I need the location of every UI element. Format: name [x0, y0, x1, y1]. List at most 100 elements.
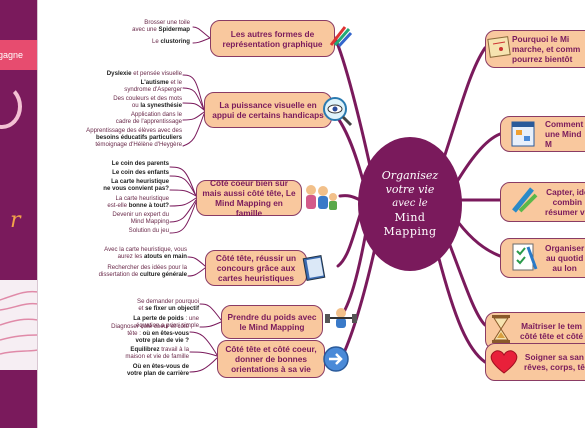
sub-culture-generale[interactable]: Rechercher des idées pour la dissertatio…: [75, 264, 187, 278]
sub-text: témoignage d'Hélène d'Heygère: [95, 141, 182, 149]
branch-title-line: pourrez bientôt: [512, 54, 573, 64]
sub-bold: Dyslexie: [106, 70, 132, 77]
sub-coin-enfants[interactable]: Le coin des enfants: [90, 169, 169, 176]
branch-title-line: Maîtriser le tem: [521, 321, 583, 331]
sub-text: Avec la carte heuristique, vous: [104, 246, 187, 253]
sub-coin-parents[interactable]: Le coin des parents: [90, 160, 169, 167]
sub-text: Brosser une toile: [144, 19, 190, 26]
center-line-2: votre vie: [385, 183, 435, 196]
sub-text: Se demander pourquoi: [137, 298, 199, 305]
sub-plan-de-vie[interactable]: Diagnoser côté coeur et côté tête : où e…: [98, 323, 189, 345]
sub-synesthesie[interactable]: Des couleurs et des mots ou la synesthés…: [84, 95, 182, 109]
sub-dyslexie[interactable]: Dyslexie et pensée visuelle: [84, 70, 182, 77]
branch-title: Côté coeur bien sûr mais aussi côté tête…: [202, 178, 296, 218]
sub-spidermap[interactable]: Brosser une toile avec une Spidermap: [118, 19, 190, 33]
sub-bold: votre plan de vie ?: [135, 337, 189, 345]
sub-bold: Spidermap: [158, 26, 191, 34]
sub-text: : une: [183, 315, 199, 322]
center-line-3: avec le: [392, 198, 428, 209]
sub-text: et le: [168, 79, 182, 86]
sub-perte-poids[interactable]: La perte de poids : une équation a prior…: [110, 315, 199, 329]
arrow-button-icon: [322, 345, 350, 378]
branch-handicaps[interactable]: La puissance visuelle en appui de certai…: [204, 92, 332, 128]
sub-bonne-a-tout[interactable]: La carte heuristique est-elle bonne à to…: [90, 195, 169, 209]
branch-title-line: une Mind M: [545, 129, 582, 149]
center-line-5: Mapping: [383, 225, 437, 238]
family-icon: [301, 182, 339, 219]
branch-famille[interactable]: Côté coeur bien sûr mais aussi côté tête…: [196, 178, 302, 218]
book-tag: engagne: [0, 40, 37, 70]
sub-apprentissage[interactable]: Application dans le cadre de l'apprentis…: [84, 111, 182, 125]
sub-text: travail à la: [159, 346, 189, 353]
branch-representation-graphique[interactable]: Les autres formes de représentation grap…: [210, 20, 335, 57]
sub-bold: Le coin des parents: [111, 160, 169, 167]
sub-text: Devenir un expert du: [112, 211, 169, 218]
sub-bold: Où en êtes-vous de: [132, 363, 189, 370]
sub-bold: ne vous convient pas?: [103, 185, 169, 193]
branch-title: Les autres formes de représentation grap…: [222, 28, 323, 49]
sub-text: La carte heuristique: [115, 195, 169, 202]
sub-carte-convient[interactable]: La carte heuristique ne vous convient pa…: [90, 178, 169, 192]
branch-orientations[interactable]: Côté tête et côté coeur, donner de bonne…: [217, 340, 325, 378]
sub-text: équation a priori simple: [135, 322, 199, 330]
branch-title-line: Capter, idé: [546, 187, 585, 197]
sub-text: Solution du jeu: [128, 227, 169, 234]
sub-atouts[interactable]: Avec la carte heuristique, vous aurez le…: [85, 246, 187, 260]
sub-equilibrez[interactable]: Equilibrez travail à la maison et vie de…: [98, 346, 189, 360]
branch-title-line: au lon: [552, 263, 577, 273]
sub-bold: La perte de poids: [133, 315, 184, 322]
branch-title-line: résumer vo: [545, 207, 585, 217]
branch-title-line: marche, et comm: [512, 44, 581, 54]
central-topic[interactable]: Organisez votre vie avec le Mind Mapping: [358, 137, 462, 271]
sub-text: Des couleurs et des mots: [113, 95, 182, 102]
sub-text: Le: [152, 38, 161, 45]
sub-text: Application dans le: [130, 111, 182, 118]
sub-text: est-elle: [107, 202, 129, 210]
branch-poids[interactable]: Prendre du poids avec le Mind Mapping: [221, 305, 323, 339]
map-icon: [487, 34, 511, 65]
sub-bold: L'autisme: [140, 79, 169, 86]
branch-title-line: rêves, corps, tê: [524, 362, 585, 372]
branch-title-line: côté tête et côté: [520, 331, 584, 341]
sub-text: et pensée visuelle: [131, 70, 182, 77]
sub-text: et: [138, 305, 146, 313]
sub-text: aurez les: [117, 253, 144, 261]
pencils-icon: [327, 23, 353, 54]
sub-clustoring[interactable]: Le clustoring: [118, 38, 190, 45]
sub-bold: La carte heuristique: [111, 178, 169, 185]
sub-text: Diagnoser côté coeur et côté: [111, 323, 189, 330]
sub-plan-carriere[interactable]: Où en êtes-vous de votre plan de carrièr…: [98, 363, 189, 377]
branch-title-line: Pourquoi le Mi: [512, 34, 570, 44]
sub-expert[interactable]: Devenir un expert du Mind Mapping: [90, 211, 169, 225]
sub-text: cadre de l'apprentissage: [115, 118, 182, 126]
branch-title-line: Organiser: [545, 243, 585, 253]
sub-text: avec une: [132, 26, 159, 34]
sub-objectif[interactable]: Se demander pourquoi et se fixer un obje…: [110, 298, 199, 312]
sub-bold: Le coin des enfants: [112, 169, 169, 176]
branch-title-line: Comment: [545, 119, 584, 129]
sub-bold: votre plan de carrière: [127, 370, 189, 378]
branch-title: Prendre du poids avec le Mind Mapping: [227, 312, 317, 332]
branch-title-line: Soigner sa san: [524, 352, 584, 362]
sub-text: dissertation de: [98, 271, 140, 279]
branch-concours[interactable]: Côté tête, réussir un concours grâce aux…: [205, 250, 307, 286]
book-letter-glyph: r: [10, 208, 21, 233]
branch-title-line: combin: [552, 197, 583, 207]
sub-bold: clustoring: [160, 38, 190, 45]
sub-solution-jeu[interactable]: Solution du jeu: [90, 227, 169, 234]
sub-text: tête :: [127, 330, 143, 338]
sub-bold: atouts en main: [143, 253, 187, 261]
eye-magnifier-icon: [320, 94, 354, 133]
sub-bold: se fixer un objectif: [145, 305, 199, 313]
sub-besoins-educatifs[interactable]: Apprentissage des élèves avec des besoin…: [62, 127, 182, 149]
checklist-icon: [510, 241, 538, 278]
sub-text: Rechercher des idées pour la: [107, 264, 187, 271]
book-cover-panel: engagne r: [0, 0, 38, 428]
sub-autisme[interactable]: L'autisme et le syndrome d'Asperger: [84, 79, 182, 93]
branch-capter-idees[interactable]: Capter, idé combin résumer vo: [500, 182, 585, 222]
sub-text: ou: [131, 102, 141, 110]
pen-icon: [510, 185, 538, 220]
window-icon: [510, 120, 536, 153]
sub-text: maison et vie de famille: [125, 353, 189, 361]
